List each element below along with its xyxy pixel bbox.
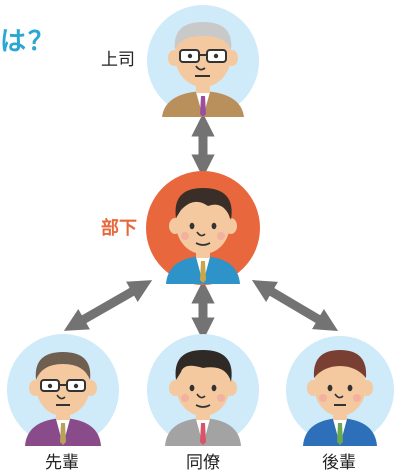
subordinate-node <box>146 171 260 285</box>
boss-avatar <box>162 22 244 117</box>
diagram-title-fragment: は？ <box>0 27 57 57</box>
peer-avatar <box>165 350 241 446</box>
boss-node <box>147 5 259 117</box>
junior-avatar <box>303 350 377 446</box>
subordinate-label: 部下 <box>101 218 137 239</box>
arrow-subordinate-senior <box>63 280 153 331</box>
arrow-subordinate-junior <box>251 280 339 331</box>
peer-label: 同僚 <box>186 453 220 473</box>
subordinate-avatar <box>166 188 240 284</box>
senior-label: 先輩 <box>45 453 79 473</box>
boss-label: 上司 <box>101 50 135 70</box>
junior-node <box>286 336 394 446</box>
senior-avatar <box>25 352 101 446</box>
junior-label: 後輩 <box>322 453 356 473</box>
peer-node <box>147 334 259 446</box>
senior-node <box>7 334 119 446</box>
